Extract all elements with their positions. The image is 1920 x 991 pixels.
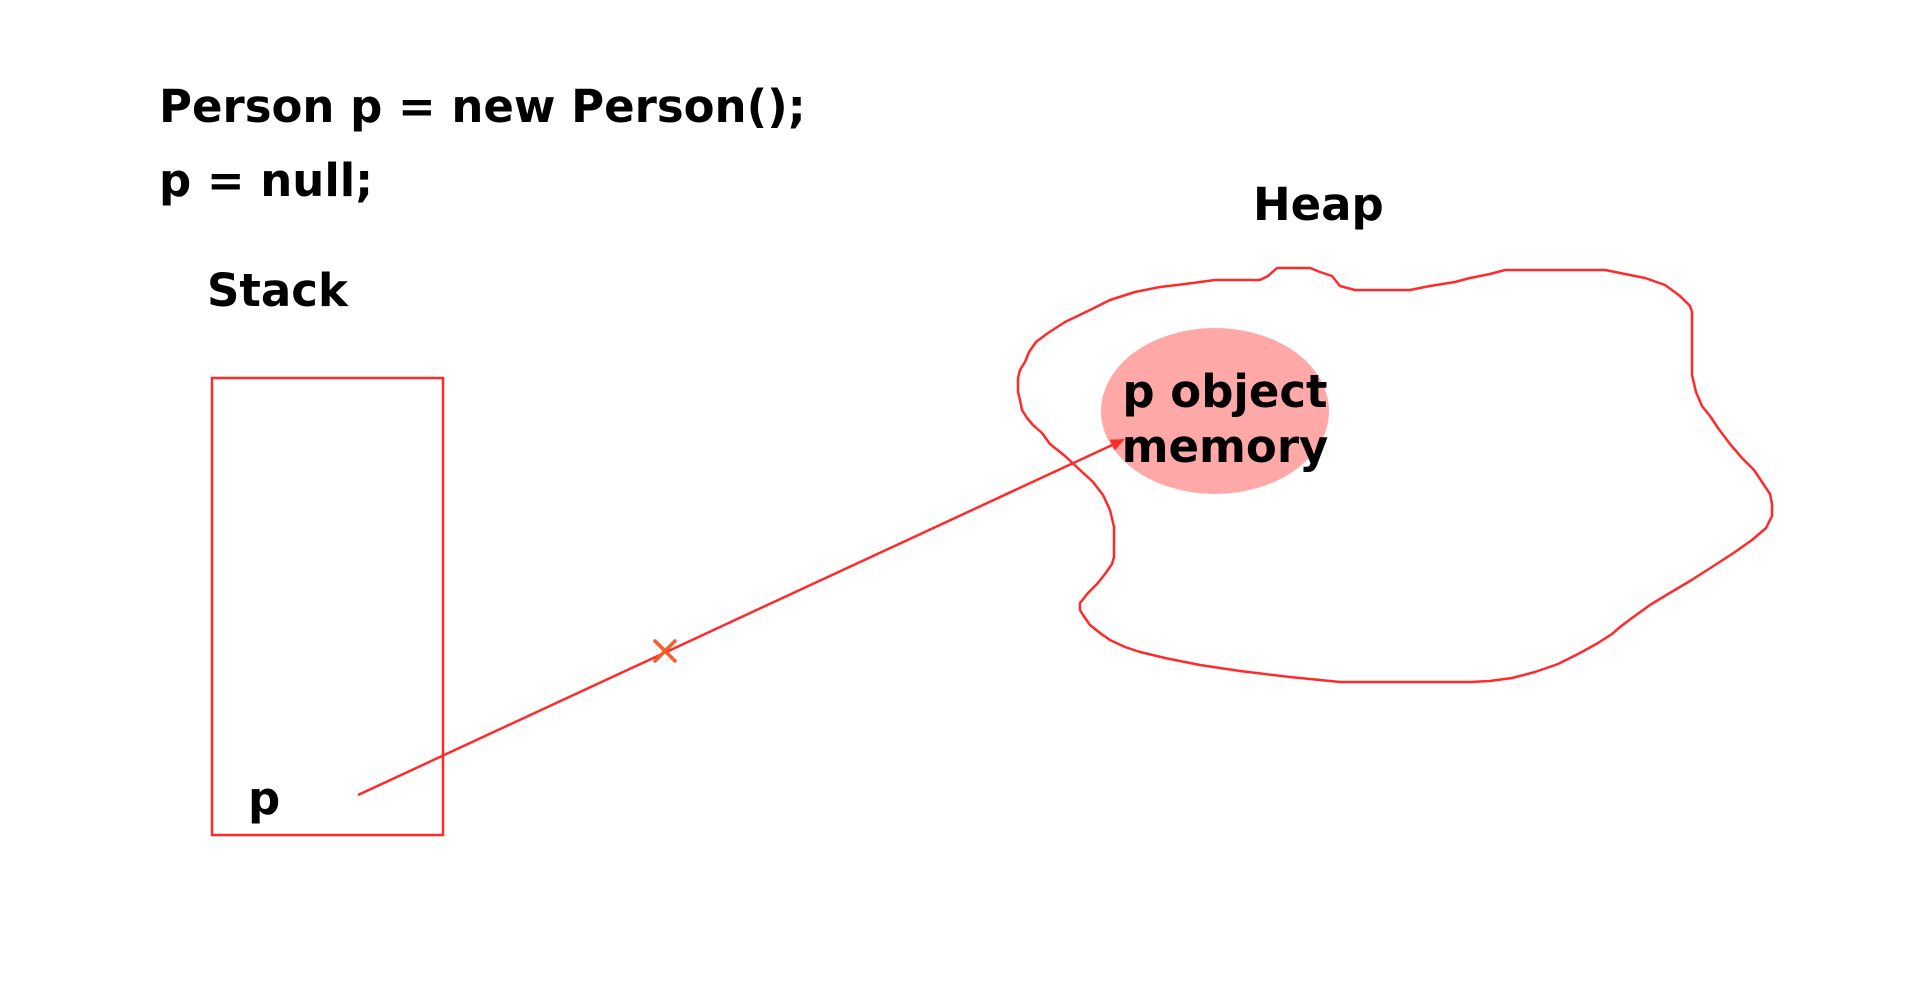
code-line-1: Person p = new Person(); <box>159 80 806 133</box>
heap-object-label: p object memory <box>1110 364 1340 474</box>
heap-region <box>1016 266 1774 684</box>
heap-object <box>1101 328 1329 494</box>
stack-variable-p: p <box>248 772 281 825</box>
stack-title: Stack <box>207 264 348 317</box>
reference-arrow <box>357 438 1125 797</box>
cross-mark-icon <box>653 639 677 663</box>
heap-object-label-line2: memory <box>1121 420 1329 473</box>
stack-frame <box>210 376 445 837</box>
heap-title: Heap <box>1253 178 1384 231</box>
heap-object-label-line1: p object <box>1122 365 1328 418</box>
code-line-2: p = null; <box>159 154 374 207</box>
